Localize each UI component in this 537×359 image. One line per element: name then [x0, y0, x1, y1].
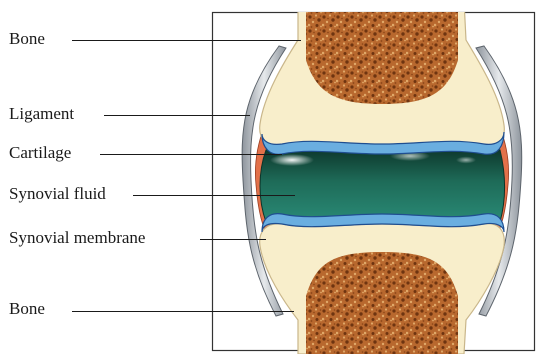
label-synovial-fluid: Synovial fluid	[9, 184, 106, 204]
label-bone-top: Bone	[9, 29, 45, 49]
leader-synovial-membrane	[200, 239, 266, 240]
label-ligament: Ligament	[9, 104, 74, 124]
leader-ligament	[104, 115, 250, 116]
label-synovial-membrane: Synovial membrane	[9, 228, 145, 248]
marrow-lower	[306, 252, 458, 354]
leader-synovial-fluid	[133, 195, 295, 196]
label-cartilage: Cartilage	[9, 143, 71, 163]
fluid-shine-small	[456, 157, 476, 164]
fluid-shine-left	[270, 154, 314, 166]
leader-cartilage	[100, 154, 282, 155]
label-bone-bottom: Bone	[9, 299, 45, 319]
leader-bone-top	[72, 40, 301, 41]
leader-bone-bottom	[72, 311, 294, 312]
marrow-upper	[306, 0, 458, 104]
